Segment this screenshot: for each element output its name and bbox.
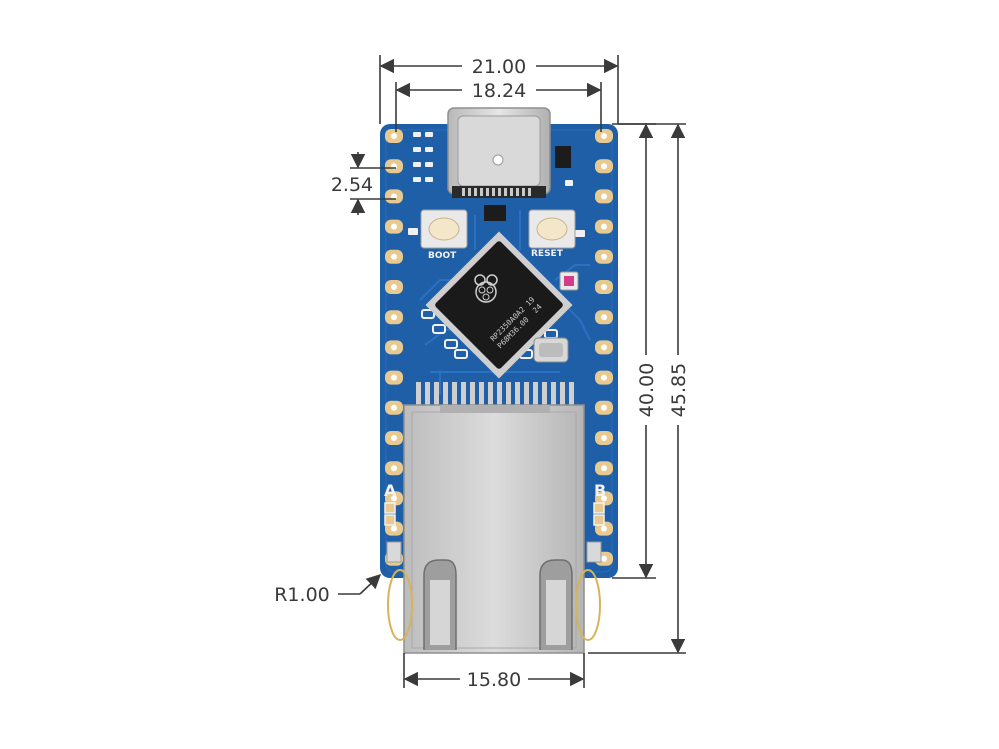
pin-hole bbox=[601, 193, 607, 200]
pin-hole bbox=[391, 193, 397, 200]
rj45-pin-row bbox=[416, 382, 574, 406]
pin-hole bbox=[391, 525, 397, 532]
dim-width-outer: 21.00 bbox=[472, 56, 526, 78]
pin-hole bbox=[601, 133, 607, 139]
rj45-pin bbox=[434, 382, 439, 406]
rj45-pin bbox=[479, 382, 484, 406]
pin-hole bbox=[391, 253, 397, 260]
dimension-lines bbox=[338, 55, 686, 688]
pin-hole bbox=[601, 253, 607, 260]
pin-hole bbox=[391, 435, 397, 441]
pin-pads-left bbox=[385, 129, 403, 566]
pin-hole bbox=[391, 223, 397, 230]
rj45-pin bbox=[470, 382, 475, 406]
ab-pads bbox=[384, 502, 605, 526]
raspberry-logo-icon bbox=[474, 274, 498, 303]
rj45-pin bbox=[551, 382, 556, 406]
side-label-a: A bbox=[384, 481, 397, 500]
usb-c-connector bbox=[447, 107, 551, 198]
pin-hole bbox=[601, 465, 607, 472]
crystal-oscillator bbox=[533, 337, 569, 363]
rj45-latch-right bbox=[539, 559, 573, 650]
pin-hole bbox=[601, 314, 607, 321]
pin-hole bbox=[391, 404, 397, 411]
rj45-pin bbox=[425, 382, 430, 406]
diode bbox=[555, 146, 571, 168]
rj45-latch-left bbox=[423, 559, 457, 650]
boot-label: BOOT bbox=[428, 251, 457, 261]
dim-jack-width: 15.80 bbox=[467, 669, 521, 691]
rj45-pin bbox=[542, 382, 547, 406]
rj45-pin bbox=[533, 382, 538, 406]
reset-label: RESET bbox=[531, 249, 564, 259]
pin-hole bbox=[391, 495, 397, 502]
pin-hole bbox=[391, 374, 397, 381]
pin-hole bbox=[601, 525, 607, 532]
pin-hole bbox=[601, 495, 607, 502]
rj45-pin bbox=[443, 382, 448, 406]
rj45-pin bbox=[524, 382, 529, 406]
rj45-jack bbox=[387, 404, 601, 654]
pin-hole bbox=[601, 344, 607, 351]
pin-hole bbox=[601, 404, 607, 411]
side-label-b: B bbox=[594, 481, 606, 500]
dim-radius: R1.00 bbox=[274, 584, 330, 606]
rj45-pin bbox=[416, 382, 421, 406]
rj45-pin bbox=[515, 382, 520, 406]
rgb-led bbox=[559, 271, 579, 291]
rj45-pin bbox=[461, 382, 466, 406]
pin-hole bbox=[601, 435, 607, 441]
pin-hole bbox=[601, 374, 607, 381]
pin-hole bbox=[391, 314, 397, 321]
pin-hole bbox=[391, 465, 397, 472]
rj45-pin bbox=[560, 382, 565, 406]
small-ic bbox=[484, 205, 506, 221]
rj45-pin bbox=[506, 382, 511, 406]
pin-hole bbox=[601, 223, 607, 230]
pin-hole bbox=[391, 344, 397, 351]
pin-hole bbox=[391, 284, 397, 290]
pin-hole bbox=[601, 284, 607, 290]
pin-hole bbox=[601, 555, 607, 562]
pin-hole bbox=[391, 133, 397, 139]
rj45-pin bbox=[497, 382, 502, 406]
pin-hole bbox=[601, 163, 607, 170]
mount-pads bbox=[386, 541, 602, 563]
rj45-pin bbox=[488, 382, 493, 406]
pin-pads-right bbox=[595, 129, 613, 566]
dim-width-inner: 18.24 bbox=[472, 80, 526, 102]
boot-button bbox=[420, 209, 468, 249]
dim-height-total: 45.85 bbox=[668, 363, 690, 417]
rj45-pin bbox=[569, 382, 574, 406]
rj45-pin bbox=[452, 382, 457, 406]
dim-pitch: 2.54 bbox=[331, 174, 373, 196]
dim-height-board: 40.00 bbox=[636, 363, 658, 417]
reset-button bbox=[528, 209, 576, 249]
